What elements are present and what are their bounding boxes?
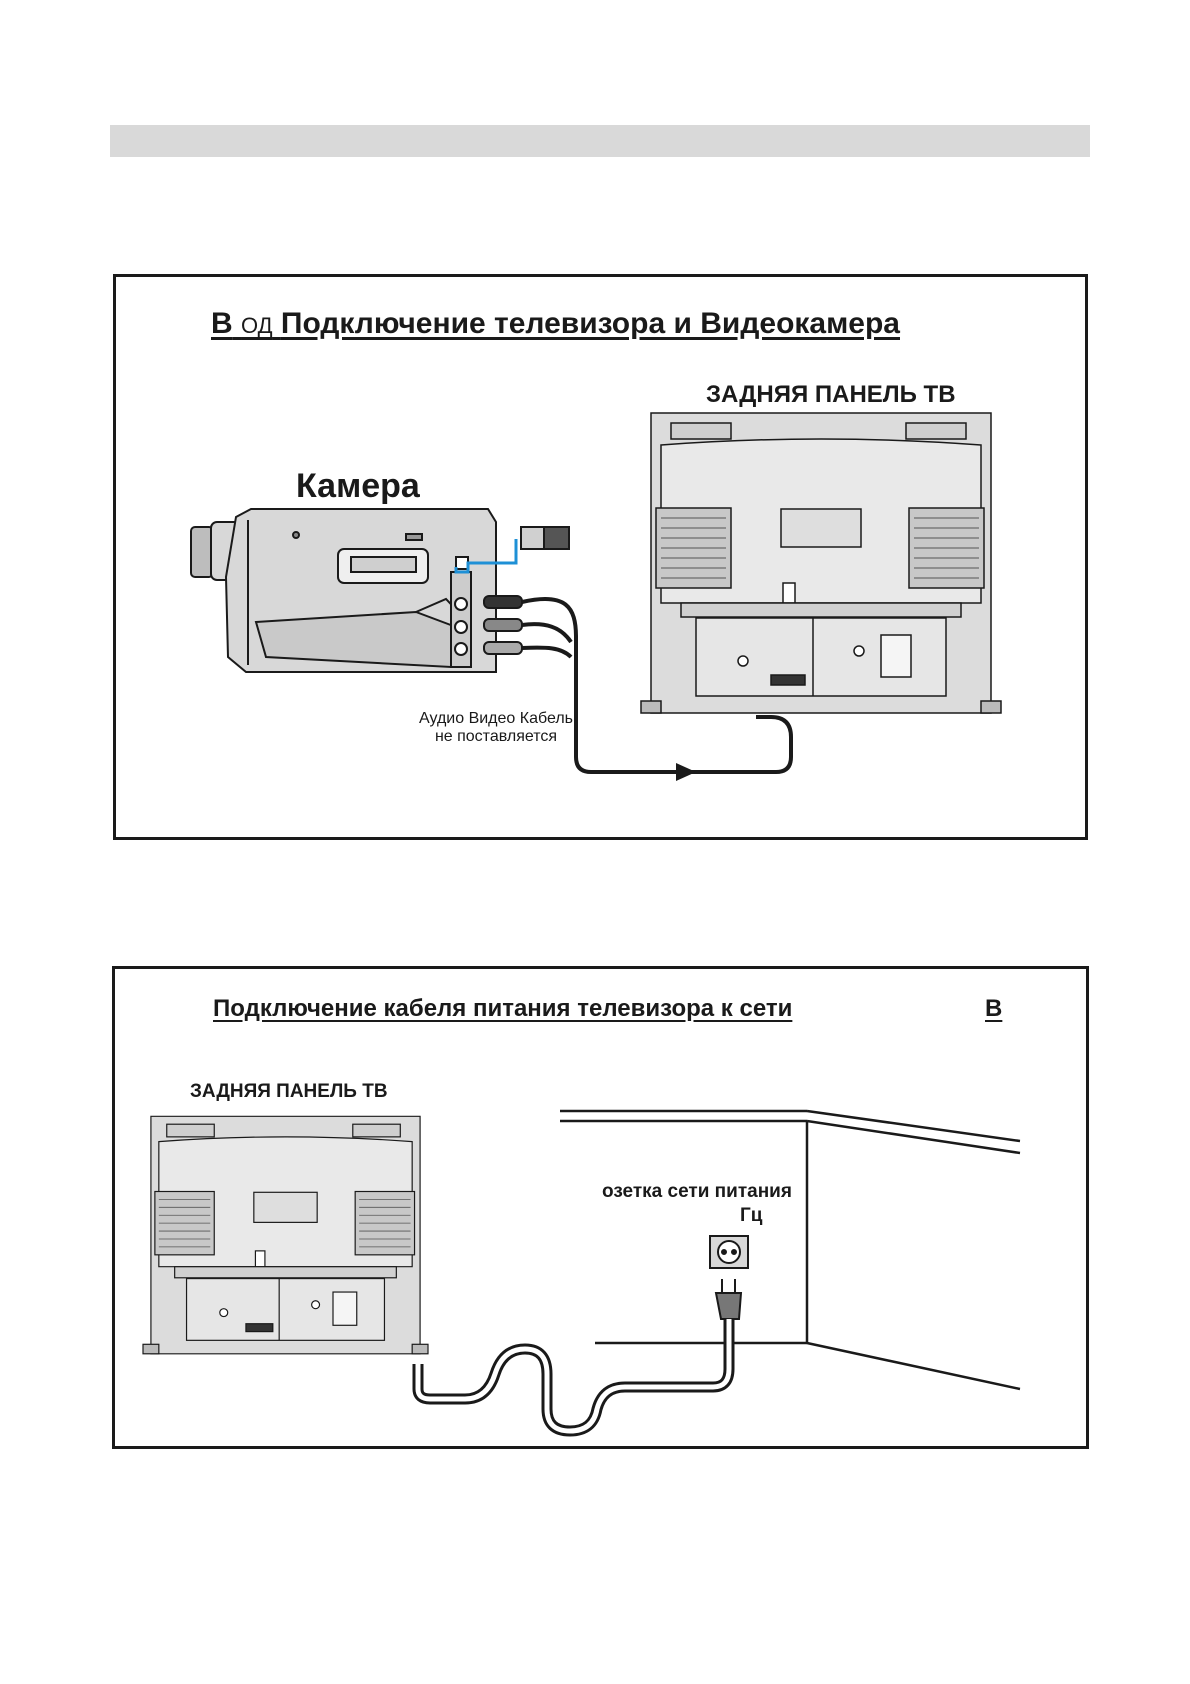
diagram-tv-camera: В ОД Подключение телевизора и Видеокамер… <box>113 274 1088 840</box>
camcorder-illustration <box>190 508 793 781</box>
title-main: Подключение телевизора и Видеокамера <box>280 307 900 340</box>
power-diagram-illustration <box>412 1109 1021 1437</box>
diagram-a-title: В ОД Подключение телевизора и Видеокамер… <box>211 307 900 341</box>
tv-back-panel-b-illustration <box>142 1115 429 1355</box>
diagram-b-title-suffix: В <box>985 995 1003 1022</box>
diagram-b-title: Подключение кабеля питания телевизора к … <box>213 995 793 1022</box>
title-prefix: В <box>211 307 233 340</box>
cable-note-line1: Аудио Видео Кабель <box>418 710 573 727</box>
header-band <box>110 125 1090 157</box>
cable-note: Аудио Видео Кабель не поставляется <box>401 710 591 746</box>
outlet-frequency: Гц <box>740 1205 763 1226</box>
tv-back-panel-illustration <box>640 412 1002 714</box>
camera-label: Камера <box>296 467 420 505</box>
tv-back-panel-label-b: ЗАДНЯЯ ПАНЕЛЬ ТВ <box>190 1081 388 1102</box>
diagram-power-connection: Подключение кабеля питания телевизора к … <box>112 966 1089 1449</box>
outlet-label: озетка сети питания <box>602 1181 792 1202</box>
cable-note-line2: не поставляется <box>434 728 558 745</box>
tv-back-panel-label: ЗАДНЯЯ ПАНЕЛЬ ТВ <box>706 381 956 408</box>
title-small: ОД <box>241 313 273 338</box>
